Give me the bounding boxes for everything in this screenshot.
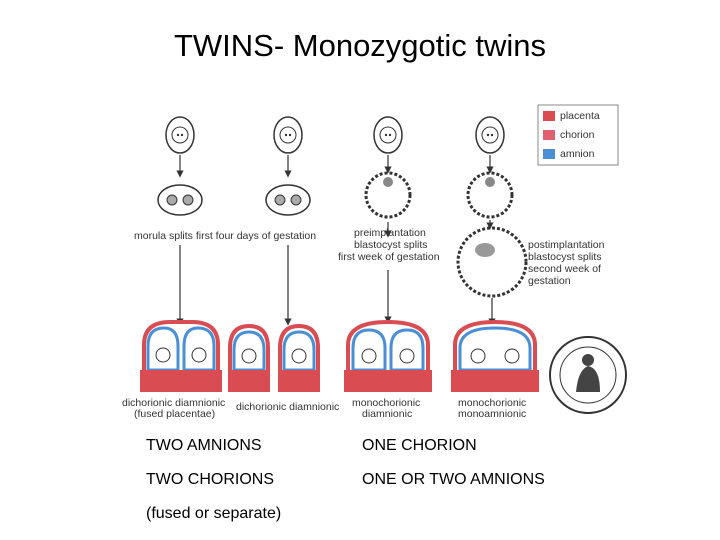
diagram-graphics: [140, 104, 627, 414]
caption-one-or-two-amnions: ONE OR TWO AMNIONS: [362, 471, 545, 488]
label-type-4-line-1: monochorionic: [458, 397, 527, 409]
label-preimplantation-1: preimplantation: [354, 227, 426, 239]
legend-swatch-placenta: [543, 111, 555, 121]
morula-2: [265, 184, 311, 216]
blastocyst-4: [466, 171, 514, 219]
zygote-1: [165, 116, 195, 154]
legend-label-placenta: placenta: [560, 110, 600, 122]
caption-one-chorion: ONE CHORION: [362, 437, 477, 454]
blastocyst-3: [364, 171, 412, 219]
label-type-2: dichorionic diamnionic: [236, 401, 340, 413]
page-title: TWINS- Monozygotic twins: [173, 28, 547, 63]
zygote-2: [273, 116, 303, 154]
label-type-3-line-1: monochorionic: [352, 397, 421, 409]
label-type-1-line-1: dichorionic diamnionic: [122, 397, 226, 409]
label-type-4-line-2: monoamnionic: [458, 408, 527, 420]
label-type-3-line-2: diamnionic: [362, 408, 413, 420]
placenta-dichorionic-fused: [140, 320, 222, 392]
caption-two-amnions: TWO AMNIONS: [146, 437, 262, 454]
twin-diagram: placenta chorion amnion morula splits fi…: [122, 100, 630, 425]
placenta-monochorionic-diamnionic: [344, 319, 432, 392]
label-postimplantation-4: gestation: [528, 275, 571, 287]
implanted-blastocyst: [456, 226, 528, 298]
legend-swatch-amnion: [543, 149, 555, 159]
label-postimplantation-3: second week of: [528, 263, 601, 275]
label-preimplantation-3: first week of gestation: [338, 251, 440, 263]
label-morula-splits: morula splits first four days of gestati…: [134, 230, 317, 242]
zygote-3: [373, 116, 403, 154]
placenta-dichorionic-separate: [228, 323, 320, 392]
label-preimplantation-2: blastocyst splits: [354, 239, 428, 251]
zygote-4: [475, 116, 505, 154]
caption-two-chorions: TWO CHORIONS: [146, 471, 274, 488]
legend-swatch-chorion: [543, 130, 555, 140]
label-postimplantation-2: blastocyst splits: [528, 251, 602, 263]
legend-label-amnion: amnion: [560, 148, 595, 160]
placenta-monochorionic-monoamnionic: [451, 319, 539, 392]
legend-label-chorion: chorion: [560, 129, 595, 141]
label-postimplantation-1: postimplantation: [528, 239, 605, 251]
society-seal-logo: [549, 336, 627, 414]
morula-1: [157, 184, 203, 216]
caption-fused-or-separate: (fused or separate): [146, 505, 282, 522]
label-type-1-line-2: (fused placentae): [134, 408, 216, 420]
